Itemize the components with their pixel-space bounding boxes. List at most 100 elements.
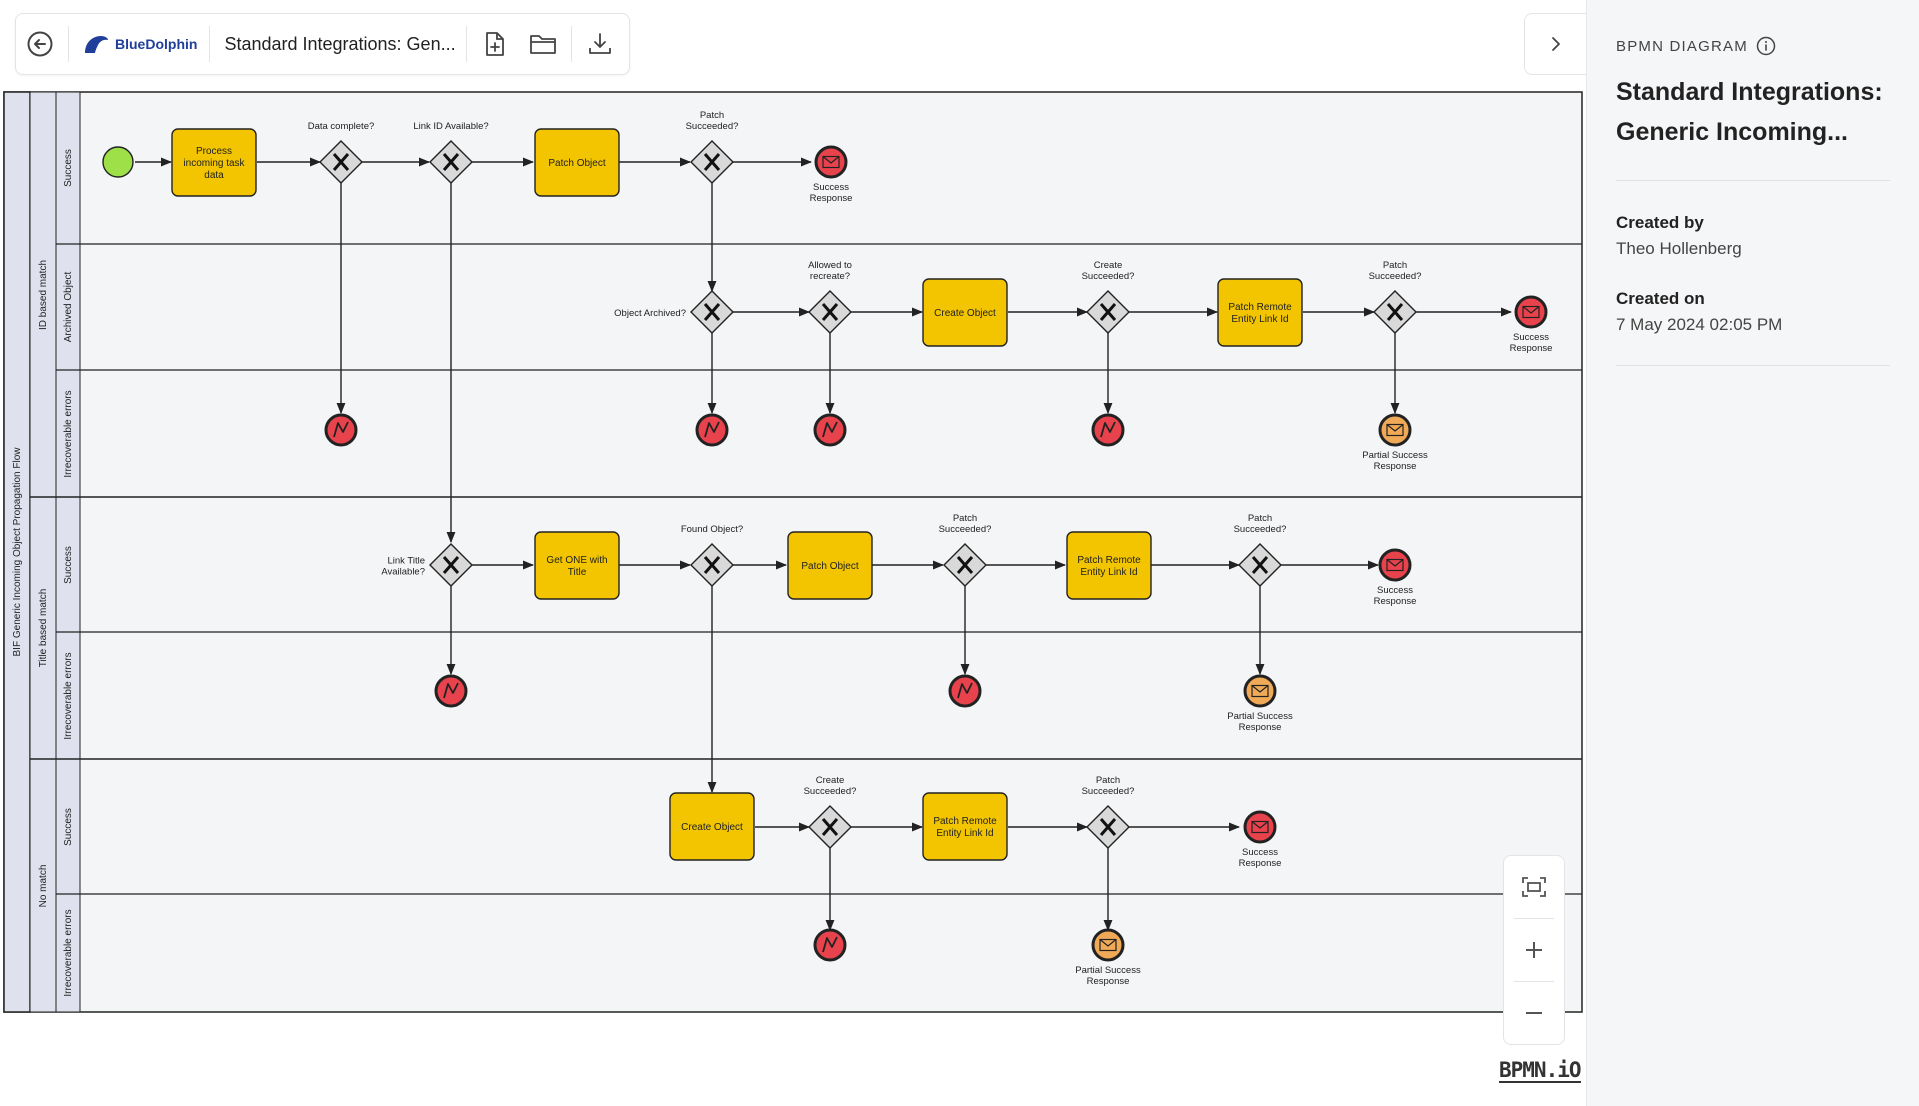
end-event-circle[interactable] xyxy=(814,145,848,179)
panel-divider xyxy=(1616,365,1890,366)
error-end-event[interactable] xyxy=(813,413,847,447)
lightning-icon xyxy=(957,682,973,699)
collapse-panel-button[interactable] xyxy=(1524,13,1586,75)
end-event-circle[interactable] xyxy=(1378,548,1412,582)
task[interactable]: Create Object xyxy=(922,278,1008,347)
dolphin-logo-icon xyxy=(85,36,108,53)
gateway-label: Link ID Available? xyxy=(413,121,488,132)
bpmn-io-watermark[interactable]: BPMN.iO xyxy=(1499,1058,1582,1083)
end-event-circle[interactable] xyxy=(1514,295,1548,329)
error-end-event[interactable] xyxy=(434,674,468,708)
gateway-label: Succeeded? xyxy=(1082,786,1135,797)
end-event-circle[interactable] xyxy=(1243,674,1277,708)
document-title[interactable]: Standard Integrations: Gen... xyxy=(224,33,456,54)
end-event-circle[interactable] xyxy=(1378,413,1412,447)
task-box[interactable] xyxy=(171,128,257,197)
created-on-value: 7 May 2024 02:05 PM xyxy=(1616,315,1783,334)
envelope-flap xyxy=(1386,559,1404,567)
task-box[interactable] xyxy=(922,278,1008,347)
task-box[interactable] xyxy=(922,792,1008,861)
error-end-event[interactable] xyxy=(1091,413,1125,447)
task-label: Entity Link Id xyxy=(936,828,993,839)
task-label: Patch Object xyxy=(801,561,858,572)
back-button[interactable] xyxy=(16,20,64,68)
task-box[interactable] xyxy=(534,128,620,197)
chevron-right-icon xyxy=(1551,37,1560,51)
group-label-title: Title based match xyxy=(38,589,49,668)
x-marker-icon xyxy=(703,303,721,321)
error-end-event[interactable] xyxy=(324,413,358,447)
exclusive-gateway[interactable]: Object Archived? xyxy=(614,290,734,334)
exclusive-gateway[interactable]: Link ID Available? xyxy=(413,121,489,184)
task-box[interactable] xyxy=(1217,278,1303,347)
zoom-in-button[interactable] xyxy=(1503,919,1565,981)
envelope-flap xyxy=(1251,685,1269,693)
exclusive-gateway[interactable]: Data complete? xyxy=(308,121,375,184)
download-button[interactable] xyxy=(576,20,624,68)
envelope-flap xyxy=(1099,939,1117,947)
task[interactable]: Create Object xyxy=(669,792,755,861)
brand-logo[interactable]: BlueDolphin xyxy=(73,34,205,54)
zoom-out-button[interactable] xyxy=(1503,982,1565,1044)
toolbar-divider xyxy=(466,26,468,62)
lightning-icon xyxy=(704,421,720,438)
exclusive-gateway[interactable]: Found Object? xyxy=(681,524,743,587)
bpmn-canvas[interactable]: BIF Generic Incoming Object Propagation … xyxy=(0,0,1586,1106)
envelope-icon xyxy=(1251,684,1269,698)
envelope-icon xyxy=(1386,558,1404,572)
task-box[interactable] xyxy=(534,531,620,600)
sequence-flows xyxy=(135,157,1513,932)
error-end-event[interactable] xyxy=(813,928,847,962)
open-diagram-button[interactable] xyxy=(519,20,567,68)
task-label: data xyxy=(204,170,224,181)
gateway-label: Data complete? xyxy=(308,121,375,132)
event-label: Partial Success xyxy=(1362,450,1428,461)
new-file-icon xyxy=(486,32,505,56)
toolbar-divider xyxy=(571,26,573,62)
task[interactable]: Patch Object xyxy=(787,531,873,600)
end-event-circle[interactable] xyxy=(1091,928,1125,962)
new-diagram-button[interactable] xyxy=(471,20,519,68)
event-label: Response xyxy=(1510,343,1553,354)
start-event[interactable] xyxy=(102,146,134,178)
error-end-event[interactable] xyxy=(695,413,729,447)
task-box[interactable] xyxy=(669,792,755,861)
task-box[interactable] xyxy=(1066,531,1152,600)
x-marker-icon xyxy=(1386,303,1404,321)
info-icon[interactable] xyxy=(1756,36,1776,56)
toolbar-divider xyxy=(209,26,211,62)
end-event-circle[interactable] xyxy=(1243,810,1277,844)
panel-title-line: Generic Incoming... xyxy=(1616,118,1848,146)
gateway-label: Found Object? xyxy=(681,524,743,535)
error-end-event[interactable] xyxy=(948,674,982,708)
task-box[interactable] xyxy=(787,531,873,600)
task[interactable]: Patch Object xyxy=(534,128,620,197)
created-by-label: Created by xyxy=(1616,213,1704,232)
group-header-column xyxy=(29,91,57,1013)
lane-label: Irrecoverable errors xyxy=(63,652,74,739)
x-marker-icon xyxy=(1251,556,1269,574)
fit-screen-button[interactable] xyxy=(1503,856,1565,918)
gateway-label: recreate? xyxy=(810,271,850,282)
